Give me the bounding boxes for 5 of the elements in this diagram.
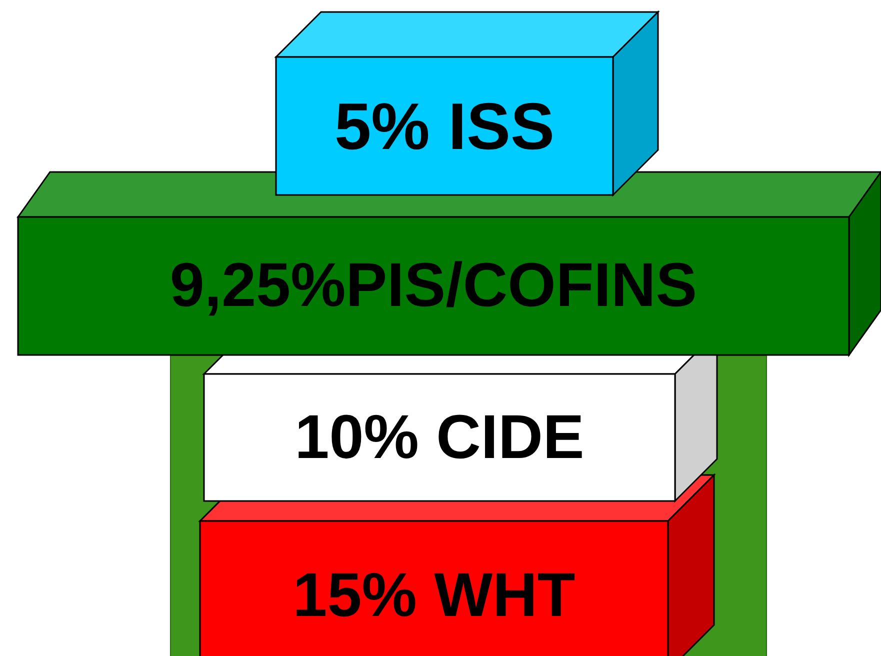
backdrop-panel (170, 355, 767, 656)
tax-rate-label: 5% ISS (334, 93, 555, 159)
tax-rate-label: 9,25%PIS/COFINS (170, 255, 698, 317)
tax-rate-label: 10% CIDE (294, 406, 584, 468)
tax-rate-label: 15% WHT (292, 565, 576, 627)
